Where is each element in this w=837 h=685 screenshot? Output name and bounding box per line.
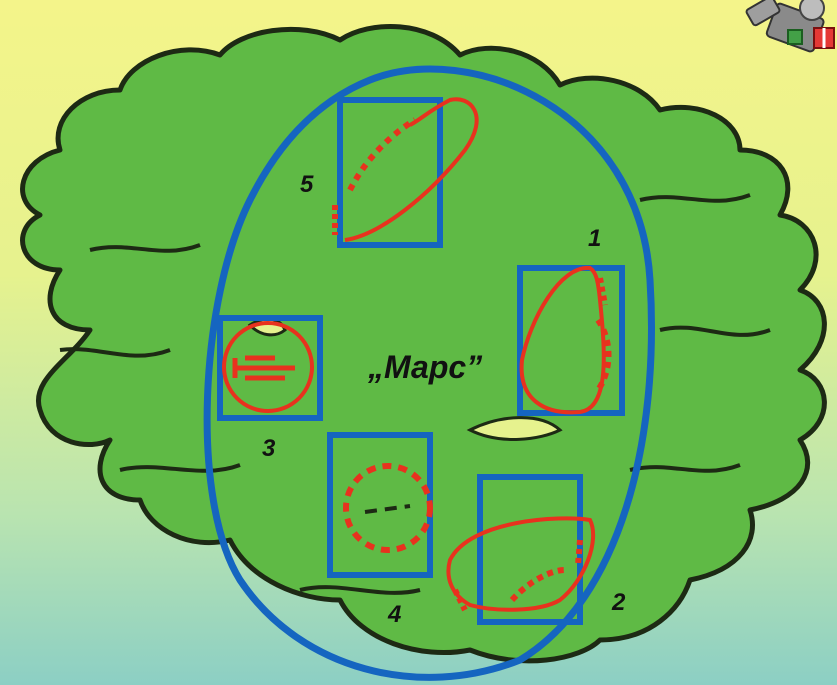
artillery-symbol-icon bbox=[222, 321, 314, 413]
position-4 bbox=[327, 432, 433, 578]
label-1: 1 bbox=[588, 225, 601, 252]
trench-fortification-icon bbox=[597, 277, 608, 306]
trench-fortification-icon bbox=[347, 117, 417, 192]
position-3-frame bbox=[217, 315, 323, 421]
trench-fortification-icon bbox=[343, 463, 433, 553]
position-5-frame bbox=[337, 97, 443, 248]
defense-zone-boundary bbox=[203, 65, 655, 681]
rocket-launcher-icon bbox=[232, 355, 295, 381]
trench-fortification-icon bbox=[452, 588, 468, 612]
trench-fortification-icon bbox=[595, 318, 612, 392]
rocket-launcher-icon bbox=[364, 504, 411, 514]
position-1-sector bbox=[519, 265, 606, 415]
forest-area bbox=[20, 24, 827, 664]
position-1 bbox=[517, 265, 625, 416]
position-2-sector bbox=[446, 516, 596, 612]
label-4: 4 bbox=[387, 601, 401, 628]
label-3: 3 bbox=[262, 435, 276, 462]
position-5-sector bbox=[344, 97, 479, 242]
main-label: „Марс” bbox=[367, 349, 482, 385]
position-5 bbox=[332, 97, 479, 248]
position-3 bbox=[217, 315, 323, 421]
position-2 bbox=[446, 474, 596, 625]
label-2: 2 bbox=[611, 589, 626, 616]
trench-fortification-icon bbox=[509, 567, 566, 603]
label-5: 5 bbox=[300, 171, 314, 198]
trench-fortification-icon bbox=[575, 539, 583, 566]
robot-clipart-icon bbox=[745, 0, 835, 53]
